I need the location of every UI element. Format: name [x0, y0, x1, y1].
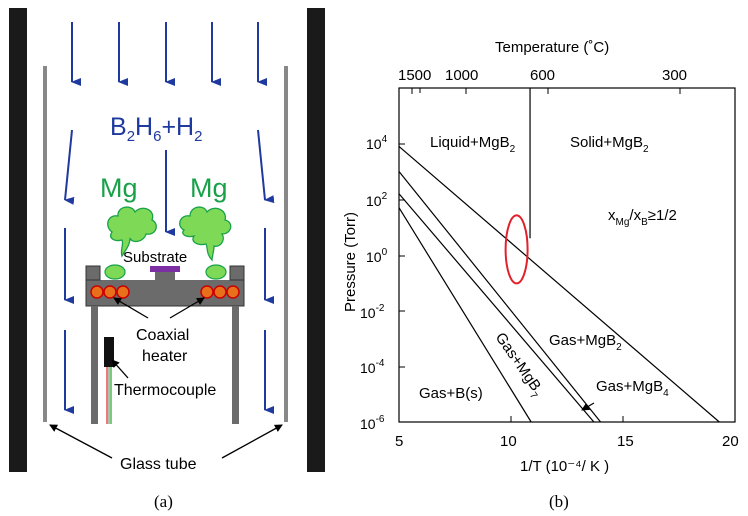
heater-coils-left [90, 285, 130, 299]
gas-mgb4-pointer-arrow [581, 402, 595, 411]
x-ticks [510, 416, 624, 422]
heater-leg-right [232, 306, 239, 424]
panel-a-caption: (a) [154, 492, 173, 511]
heater-block-mid [155, 272, 175, 280]
mg-vapor-cloud-left [107, 206, 157, 258]
region-solid-mgb2: Solid+MgB2 [570, 134, 649, 155]
heater-block-lip-right [229, 265, 245, 281]
mg-label-right: Mg [190, 173, 228, 203]
x-tick-label: 20 [722, 433, 739, 450]
flow-arrow [257, 129, 275, 204]
phase-boundary-line [398, 207, 532, 423]
phase-boundary-line [398, 171, 602, 423]
y-tick-labels: 104 102 100 10-2 10-4 10-6 [360, 134, 388, 432]
annotation-arrows [49, 297, 283, 459]
substrate [150, 266, 180, 272]
y-tick-label: 102 [366, 191, 388, 209]
top-tick-label: 600 [530, 67, 555, 84]
phase-boundary-line [398, 193, 595, 423]
region-gas-mgb2: Gas+MgB2 [549, 332, 622, 353]
top-tick-label: 1000 [445, 67, 478, 84]
phase-boundary-lines [398, 88, 720, 423]
y-axis-label: Pressure (Torr) [342, 212, 359, 312]
thermocouple-body [104, 337, 114, 367]
x-axis-label: 1/T (10⁻⁴/ K ) [520, 458, 609, 475]
y-tick-label: 100 [366, 247, 388, 265]
gas-label: B2H6+H2 [110, 113, 202, 145]
chamber-wall-right [307, 8, 325, 472]
panel-b: Temperature (˚C) 1500 1000 600 300 5 10 … [342, 39, 739, 511]
y-tick-label: 10-6 [360, 414, 385, 432]
x-tick-label: 15 [617, 433, 634, 450]
region-gas-b: Gas+B(s) [419, 385, 483, 402]
y-tick-label: 104 [366, 134, 388, 152]
top-ticks [411, 88, 681, 94]
mg-pellet-left [104, 264, 126, 280]
heater-block-lip-left [85, 265, 101, 281]
flow-arrow [64, 129, 75, 205]
top-tick-label: 1500 [398, 67, 431, 84]
x-tick-label: 5 [395, 433, 403, 450]
top-tick-label: 300 [662, 67, 687, 84]
region-gas-mgb4: Gas+MgB4 [596, 378, 669, 399]
gas-flow-arrows-top [71, 22, 267, 86]
thermocouple-label: Thermocouple [114, 382, 216, 399]
heater-label-line1: Coaxial [136, 327, 189, 344]
heater-label-line2: heater [142, 348, 188, 365]
heater-leg-left [91, 306, 98, 424]
region-liquid-mgb2: Liquid+MgB2 [430, 134, 516, 155]
glass-tube-label: Glass tube [120, 456, 197, 473]
region-ratio-label: xMg/xB≥1/2 [608, 207, 677, 228]
panel-a: B2H6+H2 Mg Mg Substrate [9, 8, 325, 511]
region-gas-mgb7: Gas+MgB7 [488, 330, 547, 402]
plot-frame [398, 87, 736, 423]
chamber-wall-left [9, 8, 27, 472]
phase-boundary-line [398, 145, 720, 423]
y-tick-label: 10-2 [360, 303, 385, 321]
substrate-label: Substrate [123, 249, 187, 266]
x-tick-label: 10 [500, 433, 517, 450]
panel-b-caption: (b) [549, 492, 569, 511]
heater-coils-right [200, 285, 240, 299]
y-tick-label: 10-4 [360, 358, 385, 376]
gas-flow-arrows-side [64, 129, 275, 414]
growth-window-ellipse [504, 214, 529, 285]
mg-label-left: Mg [100, 173, 138, 203]
mg-pellet-right [205, 264, 227, 280]
top-axis-label: Temperature (˚C) [495, 39, 609, 56]
mg-vapor-cloud-right [179, 206, 232, 262]
